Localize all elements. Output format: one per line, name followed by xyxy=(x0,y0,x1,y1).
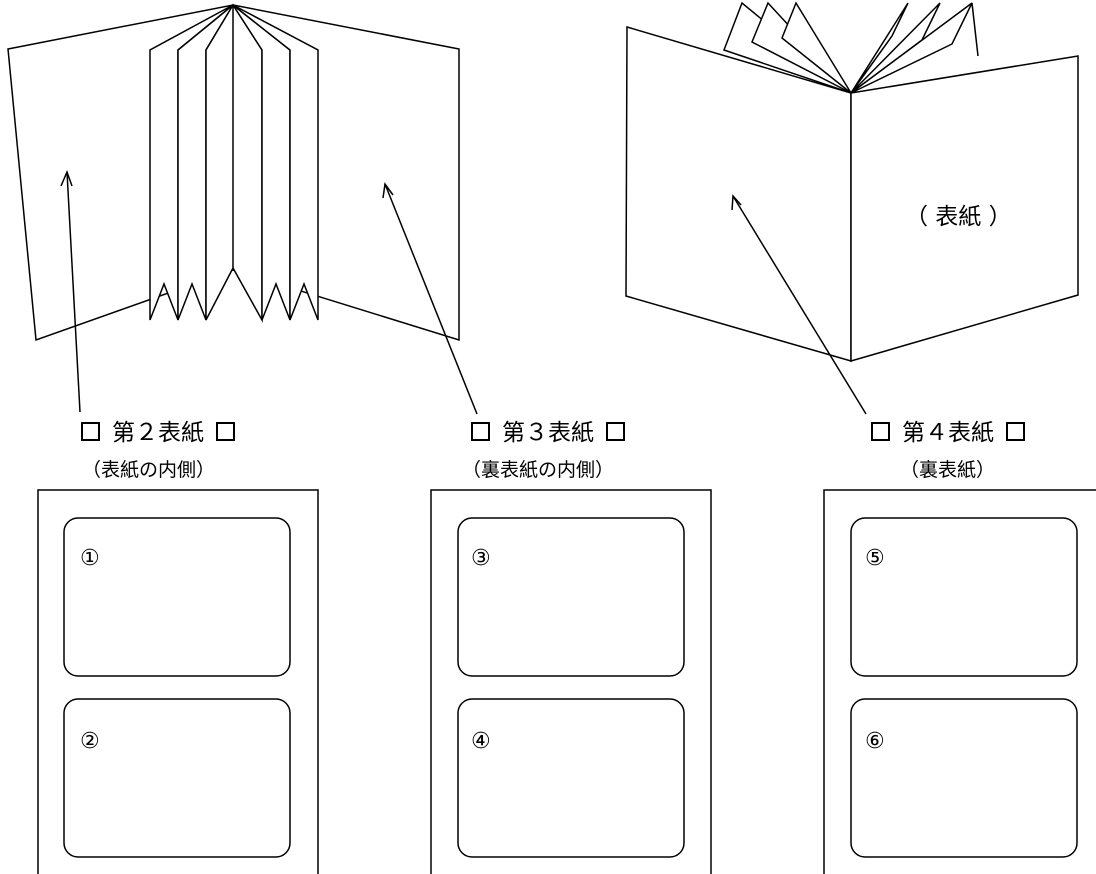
sublabel-third-cover: （裏表紙の内側） xyxy=(462,459,615,481)
slot-3-number: ③ xyxy=(471,546,491,571)
label-fourth-cover: 第４表紙 xyxy=(871,419,1025,447)
cover-label: （ 表紙 ） xyxy=(905,204,1012,230)
slot-4-number: ④ xyxy=(471,729,491,754)
checkbox-icon xyxy=(871,422,890,441)
checkbox-icon xyxy=(1006,422,1025,441)
sublabel-fourth-cover: （裏表紙） xyxy=(900,459,996,481)
closed-book-drawing xyxy=(625,1,1079,362)
slot-2-number: ② xyxy=(80,729,100,754)
slot-6-number: ⑥ xyxy=(865,729,885,754)
label-third-cover: 第３表紙 xyxy=(471,419,625,447)
arrow-second xyxy=(66,171,81,413)
label-second-text: 第２表紙 xyxy=(112,420,204,446)
arrow-third xyxy=(384,183,478,415)
arrows xyxy=(60,169,867,415)
book-pages-top xyxy=(723,1,979,94)
checkbox-icon xyxy=(216,422,235,441)
slot-5-number: ⑤ xyxy=(865,546,885,571)
arrow-fourth xyxy=(732,195,867,415)
checkbox-icon xyxy=(81,422,100,441)
front-cover-face xyxy=(850,55,1079,362)
label-second-cover: 第２表紙 xyxy=(81,419,235,447)
photo-frames xyxy=(63,517,1078,858)
sublabel-second-cover: （表紙の内側） xyxy=(82,459,216,481)
checkbox-icon xyxy=(606,422,625,441)
album-pages xyxy=(149,3,319,323)
slot-1-number: ① xyxy=(80,546,100,571)
label-third-text: 第３表紙 xyxy=(502,420,594,446)
label-fourth-text: 第４表紙 xyxy=(902,420,994,446)
page-columns xyxy=(37,489,1096,874)
checkbox-icon xyxy=(471,422,490,441)
open-album-drawing xyxy=(7,3,460,342)
